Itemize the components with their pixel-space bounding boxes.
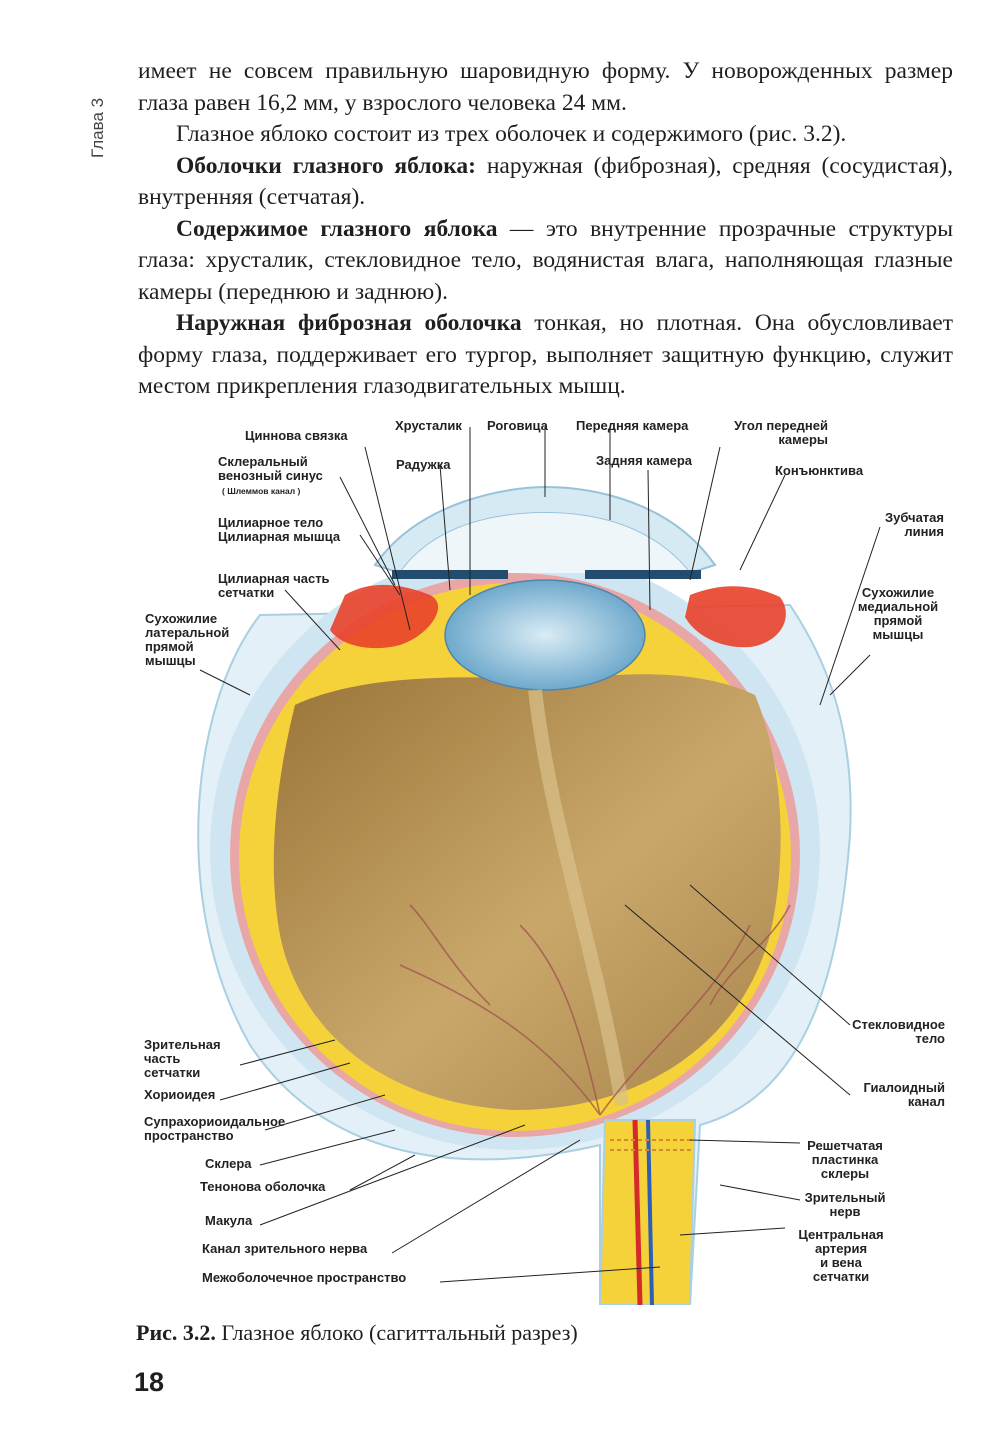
paragraph-5: Наружная фиброзная оболочка тонкая, но п… [138,308,953,403]
label-central-vessels: Центральная артерия и вена сетчатки [798,1227,884,1284]
eyeball-figure: Циннова связка Хрусталик Роговица Передн… [130,405,960,1305]
label-lens: Хрусталик [395,418,462,433]
label-macula: Макула [205,1213,253,1228]
label-optic-canal: Канал зрительного нерва [202,1241,368,1256]
caption-text: Глазное яблоко (сагиттальный разрез) [215,1320,578,1345]
page-number: 18 [134,1367,165,1397]
label-optic-retina: Зрительная часть сетчатки [144,1037,221,1080]
paragraph-5-text: тонкая, но плотная. Она обусловливает фо… [138,310,953,399]
paragraph-3: Оболочки глазного яблока: наружная (фибр… [138,151,953,214]
label-ciliary-body: Цилиарное тело Цилиарная мышца [218,515,341,544]
paragraph-2: Глазное яблоко состоит из трех оболочек … [176,121,847,147]
label-conjunctiva: Конъюнктива [775,463,864,478]
figure-caption: Рис. 3.2. Глазное яблоко (сагиттальный р… [136,1320,578,1346]
caption-number: Рис. 3.2. [136,1320,216,1345]
optic-nerve [598,1119,697,1305]
label-lateral-rectus-tendon: Сухожилие латеральной прямой мышцы [145,611,230,668]
body-text: имеет не совсем правильную шаровидную фо… [138,56,953,403]
label-anterior-chamber: Передняя камера [576,418,689,433]
paragraph-5-term: Наружная фиброзная оболочка [176,310,522,336]
label-schlemm-canal: ( Шлеммов канал ) [222,486,301,496]
label-zinn-ligament: Циннова связка [245,428,348,443]
vitreous-body [273,674,781,1110]
paragraph-1: имеет не совсем правильную шаровидную фо… [138,58,953,116]
paragraph-4-term: Содержимое глазного яблока [176,215,498,242]
paragraph-3-text: наружная (фиброзная), средняя (сосудиста… [138,152,954,211]
ciliary-body [330,584,786,649]
label-sclera: Склера [205,1156,252,1171]
leader-lines [199,427,881,1283]
label-posterior-chamber: Задняя камера [596,453,693,468]
label-optic-nerve: Зрительный нерв [804,1190,886,1219]
retinal-vessels [399,904,791,1116]
paragraph-3-term: Оболочки глазного яблока: [176,152,477,179]
hyaloid-canal [528,689,629,1107]
label-choroid: Хориоидея [144,1087,216,1102]
label-lamina-cribrosa: Решетчатая пластинка склеры [807,1138,883,1181]
paragraph-4: Содержимое глазного яблока — это внутрен… [138,214,953,309]
label-vitreous-body: Стекловидное тело [852,1017,945,1046]
label-cornea: Роговица [487,418,548,433]
lens [444,579,646,691]
label-suprachoroid-space: Супрахориоидальное пространство [144,1114,286,1143]
label-scleral-sinus: Склеральный венозный синус [218,454,323,483]
label-intersheath-space: Межоболочечное пространство [202,1270,407,1285]
paragraph-4-text: — это внутренние прозрачные структуры гл… [138,215,953,305]
label-medial-rectus-tendon: Сухожилие медиальной прямой мышцы [857,585,939,642]
anterior-chamber [400,513,690,573]
chapter-label: Глава 3 [88,97,107,158]
label-ciliary-retina: Цилиарная часть сетчатки [218,571,330,600]
label-hyaloid-canal: Гиалоидный канал [863,1080,946,1109]
eyeball-diagram [197,427,881,1305]
iris [392,570,701,579]
label-ora-serrata: Зубчатая линия [884,510,944,539]
label-angle-of-chamber: Угол передней камеры [734,418,828,447]
label-iris: Радужка [396,457,451,472]
label-tenon-capsule: Тенонова оболочка [200,1179,326,1194]
